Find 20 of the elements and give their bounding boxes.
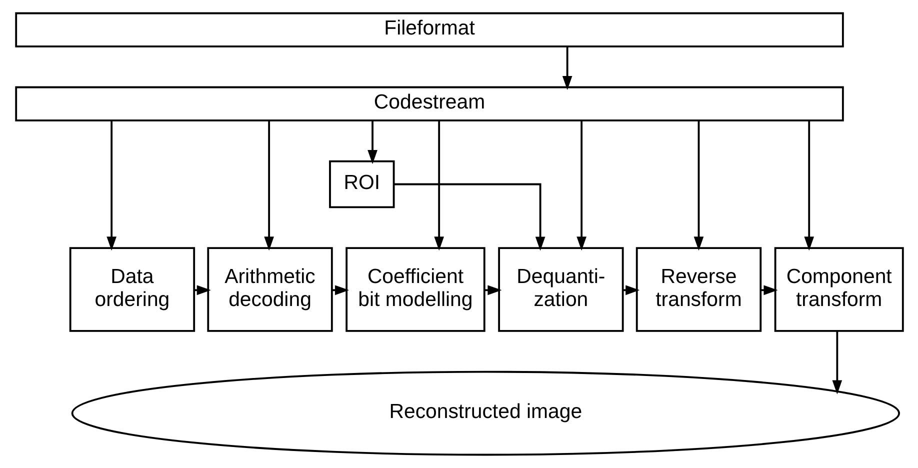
node-box: Fileformat (14, 12, 844, 48)
arrow (804, 120, 814, 251)
node-box: Dequanti- zation (498, 247, 624, 332)
arrow (394, 183, 545, 251)
arrow (832, 331, 842, 394)
arrow (106, 120, 116, 251)
node-ellipse: Reconstructed image (70, 370, 900, 456)
arrow (434, 120, 444, 251)
arrow (264, 120, 274, 251)
node-box: Data ordering (68, 247, 195, 332)
arrow (367, 120, 377, 164)
arrow (693, 120, 704, 251)
node-box: Reverse transform (635, 247, 762, 332)
node-box: Coefficient bit modelling (345, 247, 485, 332)
node-box: Component transform (774, 247, 904, 332)
node-box: ROI (328, 160, 394, 208)
node-box: Arithmetic decoding (206, 247, 332, 332)
arrow (576, 120, 586, 251)
node-box: Codestream (14, 86, 844, 122)
arrow (562, 46, 572, 90)
